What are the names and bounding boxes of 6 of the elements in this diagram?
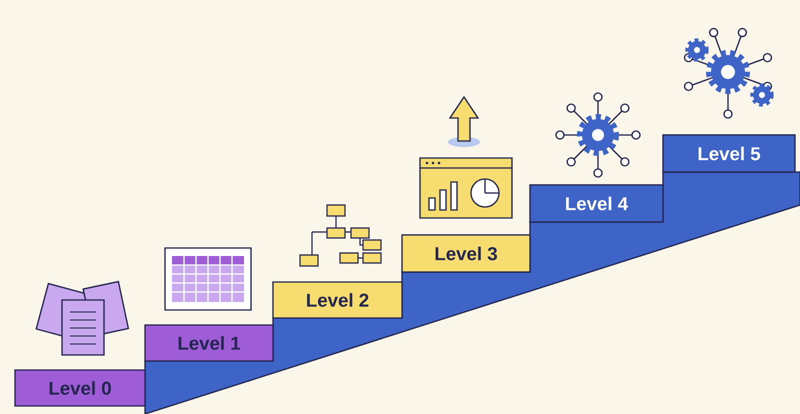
level-step: Level 5 (662, 134, 796, 173)
level-step: Level 1 (144, 324, 274, 362)
level-step: Level 3 (401, 234, 531, 273)
level-step: Level 2 (272, 281, 403, 319)
level-step: Level 4 (529, 184, 664, 223)
level-step: Level 0 (14, 369, 146, 407)
